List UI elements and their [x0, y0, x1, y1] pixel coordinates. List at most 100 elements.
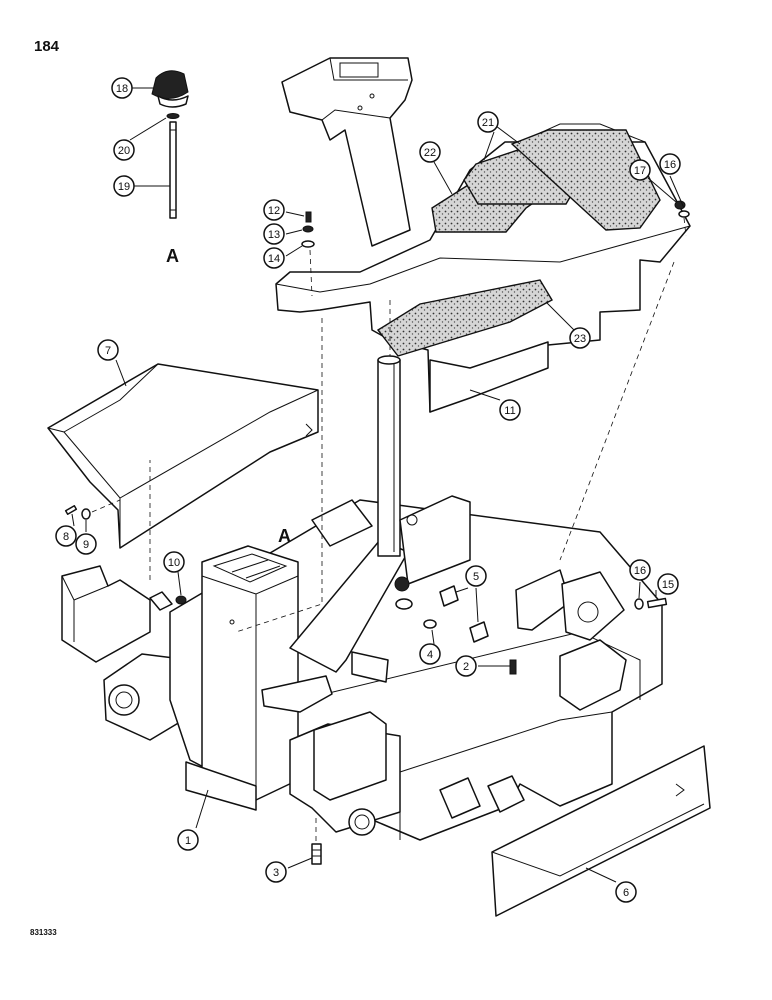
screw-15	[646, 597, 668, 609]
callout-8: 8	[55, 513, 77, 547]
screw-12	[305, 211, 312, 223]
svg-text:19: 19	[118, 181, 130, 193]
svg-text:4: 4	[427, 649, 433, 661]
plug-2	[509, 659, 517, 675]
svg-text:17: 17	[634, 165, 646, 177]
svg-text:5: 5	[473, 571, 479, 583]
page-number: 184	[34, 38, 60, 55]
control-tower	[281, 57, 413, 247]
washer-14	[301, 240, 315, 248]
plug-3	[311, 843, 322, 865]
nut-17	[674, 200, 686, 210]
fitting-4	[423, 619, 437, 629]
step-pad-23	[376, 279, 553, 357]
callout-16-upper: 16	[659, 153, 685, 209]
steering-column	[377, 359, 401, 557]
right-lower-bracket	[559, 639, 627, 711]
cap-18	[151, 70, 189, 99]
callout-15: 15	[655, 573, 679, 598]
side-cover-7	[47, 363, 319, 549]
svg-text:2: 2	[463, 661, 469, 673]
svg-text:16: 16	[664, 159, 676, 171]
callout-4: 4	[419, 629, 441, 665]
svg-text:11: 11	[504, 405, 515, 417]
callout-2: 2	[455, 655, 510, 677]
drawing-code: 831333	[30, 928, 57, 937]
svg-text:16: 16	[634, 565, 646, 577]
callout-10: 10	[163, 551, 185, 596]
callout-11: 11	[469, 389, 521, 421]
base-plate	[185, 761, 257, 811]
callout-3: 3	[265, 857, 313, 883]
vertical-box-tube	[201, 545, 299, 801]
front-shelf	[261, 675, 333, 713]
washer-16a	[678, 210, 690, 218]
svg-text:3: 3	[273, 867, 279, 879]
callout-group: 1 2 3 4 5 6 7 8 9 10 11 12 13 14 15 16 1…	[55, 77, 685, 903]
svg-text:10: 10	[168, 557, 180, 569]
cover-panel	[47, 363, 319, 549]
svg-text:23: 23	[574, 333, 586, 345]
dipstick-assembly: A	[151, 70, 189, 266]
callout-16-lower: 16	[629, 559, 651, 599]
alignment-line-a	[235, 318, 323, 633]
gasket-20	[166, 113, 180, 119]
view-marker-a-upper: A	[166, 246, 179, 266]
callout-12: 12	[263, 199, 305, 221]
callout-9: 9	[75, 520, 97, 555]
washer-16b	[634, 598, 644, 610]
fitting-5a	[439, 585, 459, 607]
svg-text:18: 18	[116, 83, 128, 95]
right-upper-bracket	[515, 569, 571, 631]
callout-7: 7	[97, 339, 127, 387]
svg-text:15: 15	[662, 579, 674, 591]
washer-9	[81, 508, 91, 520]
callout-20: 20	[113, 117, 167, 161]
callout-1: 1	[177, 789, 209, 851]
svg-text:21: 21	[482, 117, 494, 129]
callout-23: 23	[545, 301, 591, 349]
pivot-bracket	[399, 495, 471, 585]
svg-text:22: 22	[424, 147, 436, 159]
callout-19: 19	[113, 175, 170, 197]
callout-17: 17	[629, 159, 677, 203]
deck-flange	[429, 341, 549, 413]
brace-lug	[311, 499, 373, 547]
callout-13: 13	[263, 223, 303, 245]
hinge-bracket	[313, 711, 387, 801]
platform-assembly	[275, 57, 691, 413]
callout-21: 21	[477, 111, 521, 161]
svg-text:20: 20	[118, 145, 130, 157]
main-frame: A	[61, 300, 668, 865]
step-pad-21b	[510, 129, 661, 231]
bottom-cover-6	[491, 745, 711, 917]
svg-text:1: 1	[185, 835, 191, 847]
svg-text:8: 8	[63, 531, 69, 543]
fitting-5b	[469, 621, 489, 643]
screw-8	[64, 505, 78, 515]
callout-6: 6	[585, 867, 637, 903]
lower-tab	[351, 651, 389, 683]
callout-5: 5	[455, 565, 487, 623]
lockwasher-13	[302, 225, 314, 233]
callout-22: 22	[419, 141, 453, 195]
right-lug	[561, 571, 625, 641]
left-mount-bracket	[61, 565, 151, 663]
svg-text:14: 14	[268, 253, 280, 265]
diagonal-brace	[289, 539, 409, 673]
dipstick-rod-19	[169, 121, 177, 219]
svg-text:7: 7	[105, 345, 111, 357]
nut-10	[175, 595, 187, 605]
svg-text:12: 12	[268, 205, 280, 217]
bottom-cover-panel	[491, 745, 711, 917]
svg-text:6: 6	[623, 887, 629, 899]
callout-18: 18	[111, 77, 154, 99]
tower-opening	[339, 62, 379, 78]
svg-text:13: 13	[268, 229, 280, 241]
callout-14: 14	[263, 245, 303, 269]
view-marker-a-frame: A	[278, 526, 291, 546]
alignment-line-b	[559, 261, 675, 561]
svg-text:9: 9	[83, 539, 89, 551]
